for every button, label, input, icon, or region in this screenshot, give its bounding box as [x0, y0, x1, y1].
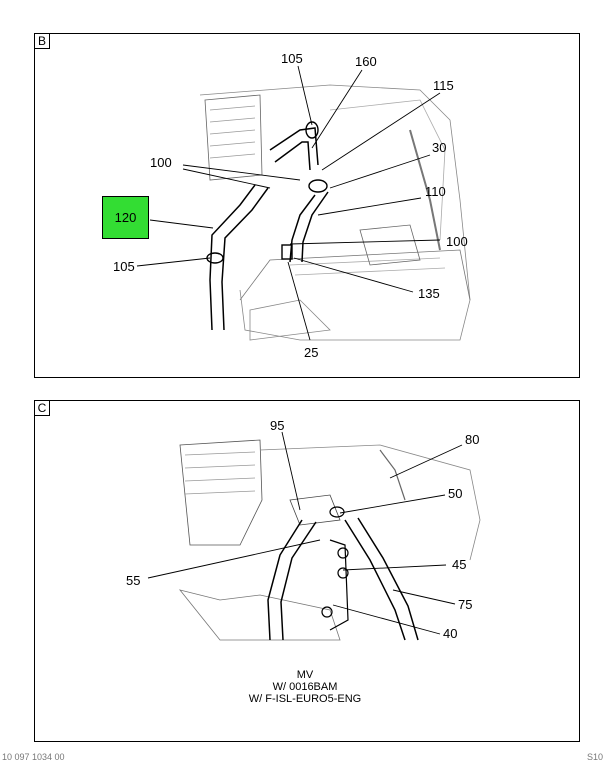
callout-80: 80	[465, 432, 480, 447]
callout-75: 75	[458, 597, 473, 612]
callout-40: 40	[443, 626, 458, 641]
callout-95: 95	[270, 418, 285, 433]
callout-100-left: 100	[150, 155, 172, 170]
panel-c-tag: C	[34, 400, 50, 416]
leaders-c	[147, 431, 463, 635]
engine-drawing-b	[199, 84, 471, 341]
callout-45: 45	[452, 557, 467, 572]
callout-25: 25	[304, 345, 319, 360]
engine-drawing-c	[178, 439, 481, 641]
callout-55: 55	[126, 573, 141, 588]
footer-left: 10 097 1034 00	[2, 752, 65, 762]
callout-110: 110	[425, 184, 446, 199]
callout-115: 115	[433, 78, 454, 93]
callout-50: 50	[448, 486, 463, 501]
callout-160: 160	[355, 54, 377, 69]
panel-b-tag: B	[34, 33, 50, 49]
note-line-3: W/ F-ISL-EURO5-ENG	[248, 693, 362, 705]
callout-120-highlight: 120	[102, 196, 149, 239]
note-line-1: MV	[296, 669, 314, 681]
footer-right: S10	[587, 752, 604, 762]
callout-105-left: 105	[113, 259, 135, 274]
leaders-b	[136, 65, 441, 341]
note-line-2: W/ 0016BAM	[272, 681, 338, 693]
callout-30: 30	[432, 140, 447, 155]
callout-100-right: 100	[446, 234, 468, 249]
panel-c: C	[34, 400, 580, 742]
callout-105-top: 105	[281, 51, 303, 66]
callout-135: 135	[418, 286, 440, 301]
